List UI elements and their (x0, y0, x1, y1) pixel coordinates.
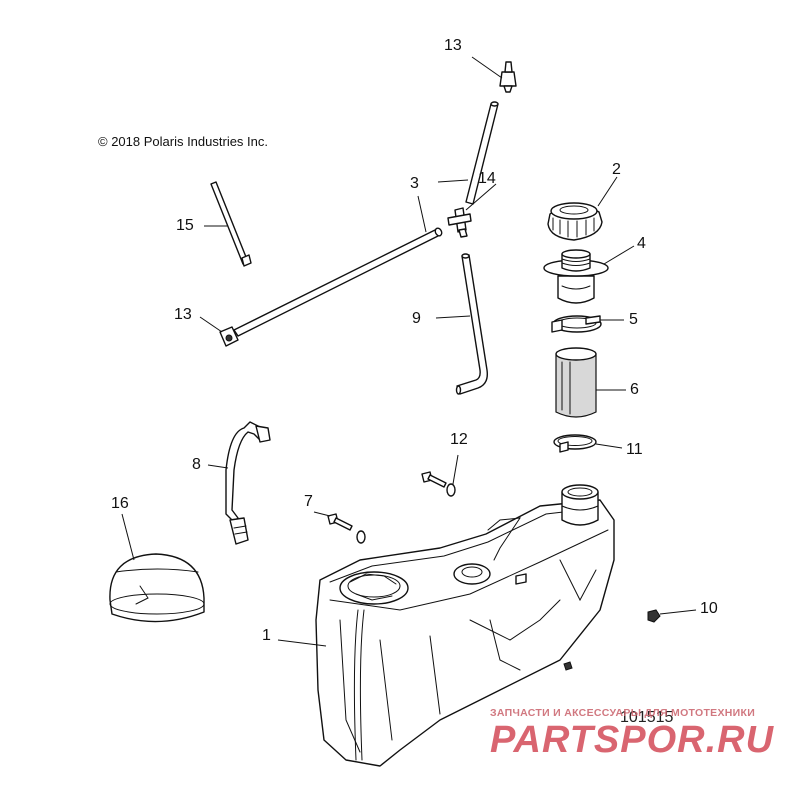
part-6-hose-sleeve (555, 347, 597, 418)
callout-14: 14 (478, 170, 496, 187)
leader-lines (121, 56, 697, 647)
leader-2 (597, 176, 618, 207)
copyright-notice: © 2018 Polaris Industries Inc. (98, 134, 268, 149)
part-15-rod (210, 181, 252, 267)
leader-10 (659, 609, 697, 615)
leader-16 (121, 513, 135, 561)
leader-14 (465, 183, 497, 211)
leader-8 (207, 464, 229, 469)
part-8-fuel-line (225, 421, 271, 545)
leader-9 (435, 315, 471, 319)
part-12-bolt (421, 471, 456, 497)
callout-5: 5 (629, 311, 638, 328)
callout-1: 1 (262, 627, 271, 644)
callout-9: 9 (412, 310, 421, 327)
part-1-fuel-tank (315, 484, 615, 767)
callout-11: 11 (626, 441, 643, 458)
callout-2: 2 (612, 161, 621, 178)
leader-12 (452, 454, 459, 485)
leader-13-top (471, 56, 503, 79)
callout-3: 3 (410, 175, 419, 192)
callout-15: 15 (176, 217, 194, 234)
part-4-filler-neck (543, 249, 609, 304)
part-16-dome-cover (109, 553, 205, 623)
part-5-hose-clamp (551, 315, 602, 333)
part-9-bent-hose (455, 253, 488, 395)
leader-1 (277, 639, 327, 647)
part-13-vent-valve-left (219, 326, 239, 347)
callout-13-top: 13 (444, 37, 462, 54)
watermark-tagline: ЗАПЧАСТИ И АКСЕССУАРЫ ДЛЯ МОТОТЕХНИКИ (490, 707, 756, 719)
callout-7: 7 (304, 493, 313, 510)
part-10-nut (647, 609, 661, 623)
leader-11 (595, 443, 623, 449)
part-2-fuel-cap (547, 202, 603, 241)
leader-7 (313, 511, 331, 517)
callout-16: 16 (111, 495, 129, 512)
part-3-vent-tube-upper (465, 101, 499, 205)
leader-3-upper (437, 179, 469, 183)
leader-3-lower (417, 195, 427, 233)
part-7-bolt (327, 513, 366, 544)
callout-8: 8 (192, 456, 201, 473)
part-11-hose-clamp (553, 434, 597, 453)
watermark-logo-text: PARTSPOR.RU (490, 719, 775, 760)
callout-10: 10 (700, 600, 718, 617)
leader-4 (603, 245, 635, 265)
diagram-number: 101515 (620, 709, 674, 726)
callout-12: 12 (450, 431, 468, 448)
callout-6: 6 (630, 381, 639, 398)
part-3-vent-tube-long (233, 227, 443, 337)
part-14-tee-fitting (447, 207, 472, 238)
leader-13-left (199, 316, 223, 333)
callout-13-left: 13 (174, 306, 192, 323)
watermark-logo: PARTSPOR.RU (490, 719, 775, 760)
part-13-vent-valve-top (499, 61, 517, 93)
callout-4: 4 (637, 235, 646, 252)
